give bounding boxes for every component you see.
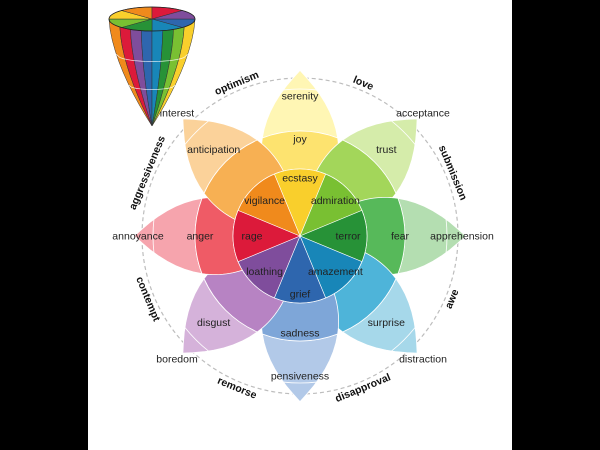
dyad-label: optimism (213, 69, 261, 98)
emotion-label-middle: anticipation (187, 144, 240, 156)
emotion-label-outer: distraction (399, 354, 447, 366)
inner-core (232, 168, 368, 304)
petal-ring-line (391, 327, 416, 352)
emotion-petals: serenity joy ecstasy acceptance trust admirat… (104, 40, 496, 432)
dyad-label: contempt (133, 275, 162, 324)
emotion-label-inner: rage (241, 231, 262, 243)
dyad-label: remorse (216, 375, 259, 402)
core-wedge-orange (237, 173, 301, 237)
emotion-label-inner: terror (335, 231, 361, 243)
emotion-label-middle: disgust (197, 317, 230, 329)
petal-ring-line (445, 219, 448, 253)
dyad-label: submission (436, 144, 469, 203)
emotion-label-inner: ecstasy (282, 173, 318, 185)
emotion-label-outer: interest (160, 108, 195, 120)
petal-orange (161, 97, 285, 221)
cone-rim (108, 6, 196, 32)
emotion-label-middle: fear (391, 231, 410, 243)
emotion-label-middle: trust (376, 144, 397, 156)
petal-ring-line (391, 120, 416, 145)
emotion-labels: serenity joy ecstasy acceptance trust admirat… (112, 91, 494, 383)
cone-slice (151, 18, 196, 127)
cone-band (116, 54, 188, 62)
emotion-label-outer: acceptance (396, 108, 450, 120)
emotion-label-inner: admiration (311, 195, 360, 207)
petal-ring-line (283, 88, 317, 91)
emotion-label-outer: serenity (282, 91, 320, 103)
petal-ring-line (184, 120, 209, 145)
dyad-label: aggressiveness (127, 134, 168, 212)
dyad-label: awe (443, 287, 462, 310)
petal-ring-line (152, 219, 155, 253)
emotion-label-outer: pensiveness (271, 371, 329, 383)
cone-band (128, 84, 176, 90)
emotion-label-inner: loathing (246, 266, 283, 278)
emotion-label-middle: anger (187, 231, 214, 243)
emotion-label-inner: amazement (308, 266, 363, 278)
emotion-label-outer: apprehension (430, 231, 494, 243)
emotion-label-inner: grief (290, 289, 311, 301)
emotion-label-middle: joy (292, 134, 307, 146)
emotion-label-outer: annoyance (112, 231, 164, 243)
petal-ring-line (283, 381, 317, 384)
emotion-label-middle: sadness (280, 328, 319, 340)
emotion-label-inner: vigilance (244, 195, 285, 207)
emotion-label-middle: surprise (368, 317, 406, 329)
dyad-label: love (351, 74, 375, 93)
emotion-label-outer: boredom (156, 354, 198, 366)
emotion-cone-model (108, 6, 196, 127)
petal-ring-line (184, 327, 209, 352)
